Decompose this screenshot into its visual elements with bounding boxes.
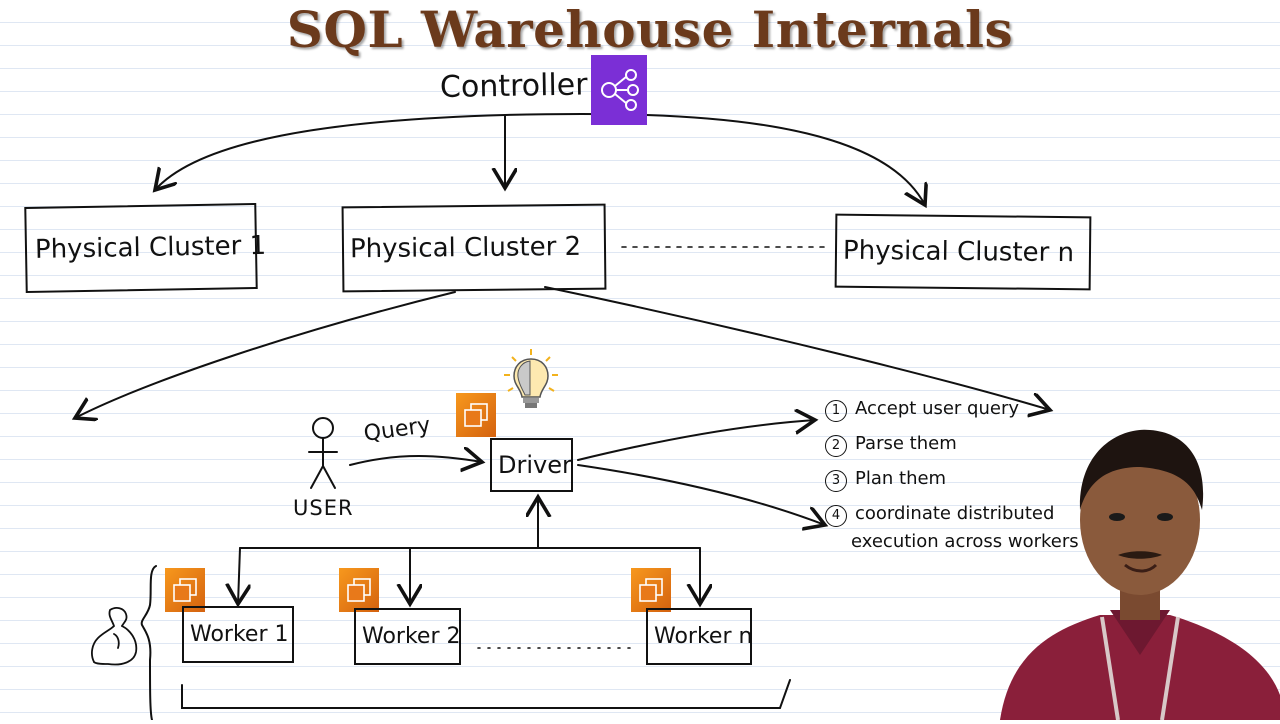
worker-n-node: Worker n bbox=[646, 608, 752, 665]
step-4-continuation: execution across workers bbox=[851, 531, 1079, 552]
bottom-bracket bbox=[181, 679, 791, 709]
worker-1-ec2-instance-icon bbox=[165, 568, 205, 612]
brain-lightbulb-icon bbox=[500, 345, 562, 417]
worker-1-node: Worker 1 bbox=[182, 606, 294, 663]
worker-n-ec2-instance-icon bbox=[631, 568, 671, 612]
zoom-line-right bbox=[544, 286, 1050, 410]
driver-ec2-instance-icon bbox=[456, 393, 496, 437]
controller-label: Controller bbox=[439, 67, 588, 105]
driver-node: Driver bbox=[490, 438, 573, 492]
arrow-bus-worker-1 bbox=[238, 547, 240, 604]
arrow-controller-cluster-n bbox=[504, 112, 925, 205]
cluster-n-label: Physical Cluster n bbox=[842, 235, 1075, 269]
physical-cluster-1: Physical Cluster 1 bbox=[24, 202, 266, 294]
worker-brace bbox=[140, 565, 157, 720]
stick-figure-icon bbox=[303, 414, 343, 494]
cluster-1-label: Physical Cluster 1 bbox=[34, 230, 267, 265]
page-title: SQL Warehouse Internals bbox=[286, 0, 1014, 59]
physical-cluster-n: Physical Cluster n bbox=[834, 213, 1092, 291]
worker-1-label: Worker 1 bbox=[190, 622, 289, 647]
arrow-driver-step-4 bbox=[577, 464, 825, 525]
worker-2-node: Worker 2 bbox=[354, 608, 461, 665]
arrow-user-driver bbox=[349, 456, 482, 465]
worker-n-label: Worker n bbox=[654, 624, 753, 649]
network-hub-icon bbox=[591, 55, 647, 125]
presenter-webcam bbox=[990, 405, 1280, 721]
worker-2-ec2-instance-icon bbox=[339, 568, 379, 612]
arrow-driver-step-1 bbox=[577, 420, 815, 461]
zoom-line-left bbox=[75, 291, 456, 418]
cluster-2-label: Physical Cluster 2 bbox=[349, 231, 582, 265]
arrow-controller-cluster-1 bbox=[155, 114, 506, 190]
flexed-arm-icon bbox=[84, 604, 142, 668]
worker-2-label: Worker 2 bbox=[362, 624, 461, 649]
physical-cluster-2: Physical Cluster 2 bbox=[341, 203, 607, 293]
driver-label: Driver bbox=[498, 451, 572, 479]
user-label: USER bbox=[293, 496, 354, 520]
